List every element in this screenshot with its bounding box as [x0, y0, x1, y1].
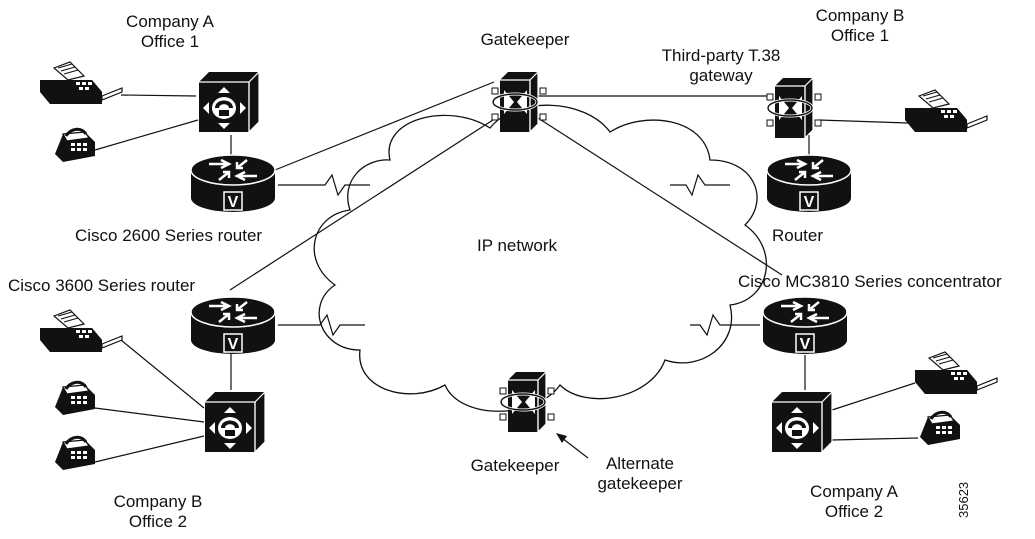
fax-machine-icon [39, 309, 123, 353]
ip-network-cloud [313, 104, 768, 412]
label-cisco-3600: Cisco 3600 Series router [8, 276, 196, 295]
label-cisco-2600: Cisco 2600 Series router [75, 226, 263, 245]
label-gatekeeper-bottom: Gatekeeper [470, 456, 560, 475]
router-icon [189, 153, 277, 214]
telephone-icon [53, 380, 97, 417]
label-ip-network: IP network [477, 236, 558, 255]
router-icon [189, 295, 277, 356]
voice-gateway-icon [198, 71, 260, 133]
connection-lines [94, 81, 919, 463]
pointer-arrow [561, 437, 589, 459]
label-gatekeeper-top: Gatekeeper [480, 30, 570, 49]
telephone-icon [918, 410, 962, 447]
gatekeeper-icon [490, 70, 548, 134]
fax-machine-icon [904, 89, 988, 133]
figure-number: 35623 [956, 481, 971, 518]
telephone-icon [53, 435, 97, 472]
t38-gateway-icon [765, 76, 823, 140]
label-router: Router [772, 226, 824, 245]
fax-machine-icon [914, 351, 998, 395]
router-icon [761, 295, 849, 356]
voice-gateway-icon [771, 391, 833, 453]
voice-gateway-icon [204, 391, 266, 453]
label-mc3810: Cisco MC3810 Series concentrator [738, 272, 1002, 291]
fax-machine-icon [39, 61, 123, 105]
telephone-icon [53, 127, 97, 164]
gatekeeper-icon [498, 370, 556, 434]
arrowhead-icon [556, 433, 567, 443]
router-icon [765, 153, 853, 214]
